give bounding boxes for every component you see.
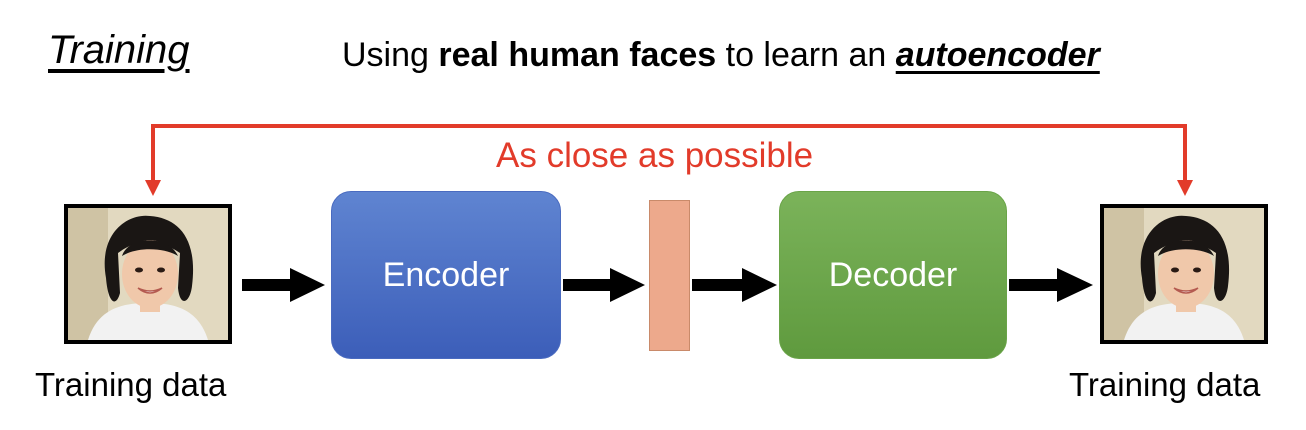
subtitle-middle: to learn an: [716, 36, 896, 74]
feedback-arrowhead-left: [145, 180, 161, 196]
flow-arrow-input-to-encoder: [242, 268, 325, 302]
decoder-label: Decoder: [828, 255, 958, 294]
feedback-line: [151, 124, 1187, 190]
decoder-block: Decoder: [779, 191, 1007, 359]
encoder-label: Encoder: [382, 255, 510, 294]
subtitle-emphasis: autoencoder: [895, 36, 1100, 74]
flow-arrow-decoder-to-output: [1009, 268, 1093, 302]
input-face-image: [64, 204, 232, 344]
latent-code-block: [649, 200, 690, 351]
flow-arrow-code-to-decoder: [692, 268, 777, 302]
section-heading: Training: [48, 28, 190, 72]
output-face-image: [1100, 204, 1268, 344]
feedback-label: As close as possible: [496, 136, 814, 175]
output-caption: Training data: [1069, 366, 1261, 403]
diagram-subtitle: Using real human faces to learn an autoe…: [342, 36, 1100, 75]
subtitle-bold: real human faces: [438, 36, 717, 74]
subtitle-prefix: Using: [342, 36, 439, 74]
flow-arrow-encoder-to-code: [563, 268, 645, 302]
encoder-block: Encoder: [331, 191, 561, 359]
input-caption: Training data: [35, 366, 227, 403]
feedback-arrowhead-right: [1177, 180, 1193, 196]
